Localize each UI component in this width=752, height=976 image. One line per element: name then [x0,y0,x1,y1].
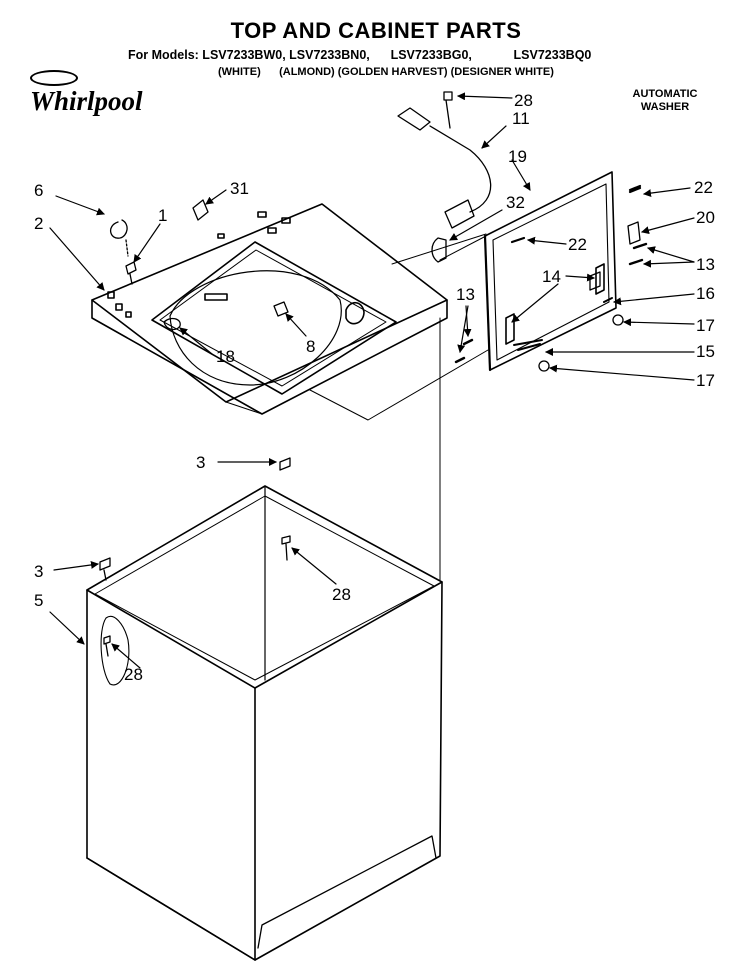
callout-28-top: 28 [514,91,533,110]
wire-harness [429,125,492,213]
fastener-1 [125,261,137,285]
part-16 [603,297,613,303]
top-hole [125,311,132,318]
appliance-type-line1: AUTOMATIC [632,88,698,100]
washer-cabinet [86,485,443,961]
callout-1: 1 [158,206,167,225]
wire-harness-plug [397,107,431,131]
top-hole [281,217,291,224]
clip-31 [192,199,209,221]
top-hole [115,303,123,311]
callout-5: 5 [34,591,43,610]
brand-logo-mark [30,70,78,86]
lid-switch-body [444,199,475,229]
appliance-type: AUTOMATIC WASHER [610,88,720,114]
callout-14: 14 [542,267,561,286]
callout-28-low: 28 [124,665,143,684]
part-15 [517,343,541,351]
brand-logo: Whirlpool [30,86,143,116]
top-hole [267,227,277,234]
hinge-14 [589,271,601,291]
callout-13-left: 13 [456,285,475,304]
bumper-17-upper [612,314,624,326]
callout-labels: 28 11 19 22 20 22 13 14 16 13 17 15 17 6… [34,91,715,684]
hook-6 [110,219,128,239]
screw-28-low [103,635,111,657]
top-hole [107,291,115,299]
callout-15: 15 [696,342,715,361]
lid-switch [345,301,365,325]
screw-28-mid [281,535,291,561]
callout-31: 31 [230,179,249,198]
hinge-20 [627,221,641,245]
screw-13-left [454,338,474,364]
washer-lid [483,171,617,372]
exploded-leader-lines [309,233,489,581]
screw-13-right [628,242,648,266]
callout-18: 18 [216,347,235,366]
callout-3-upper: 3 [196,453,205,472]
pin-22-right [628,184,642,194]
callout-20: 20 [696,208,715,227]
callout-17-lower: 17 [696,371,715,390]
lid-hinge [595,263,605,295]
screw-8 [273,301,289,317]
lid-hinge [505,313,515,345]
callout-22-inner: 22 [568,235,587,254]
callout-arrows [49,92,695,669]
part-18 [163,317,181,331]
top-hole [257,211,267,218]
callout-16: 16 [696,284,715,303]
callout-3-left: 3 [34,562,43,581]
lid-opening [151,241,397,395]
color-variants: (WHITE) (ALMOND) (GOLDEN HARVEST) (DESIG… [218,66,554,78]
tub-ring [169,270,342,386]
callout-6: 6 [34,181,43,200]
callout-32: 32 [506,193,525,212]
page-title: TOP AND CABINET PARTS [230,18,522,43]
callout-19: 19 [508,147,527,166]
callout-2: 2 [34,214,43,233]
pin-22-inner [510,236,526,244]
washer-top-panel [91,203,448,415]
lid-switch-actuator-32 [431,237,447,263]
callout-17-upper: 17 [696,316,715,335]
clip-3-left [99,557,111,581]
model-numbers: For Models: LSV7233BW0, LSV7233BN0, LSV7… [128,48,592,62]
top-hole [217,233,225,239]
callout-22-right: 22 [694,178,713,197]
callout-11: 11 [512,109,530,128]
top-slot [204,293,228,301]
cabinet-toe-kick [257,835,437,949]
small-parts [99,91,648,657]
appliance-type-line2: WASHER [640,101,690,113]
cabinet-cutout [100,616,130,686]
callout-8: 8 [306,337,315,356]
callout-13-right: 13 [696,255,715,274]
screw-28-top [443,91,453,129]
clip-3-upper [279,457,291,471]
callout-28-mid: 28 [332,585,351,604]
bumper-17-lower [538,360,550,372]
